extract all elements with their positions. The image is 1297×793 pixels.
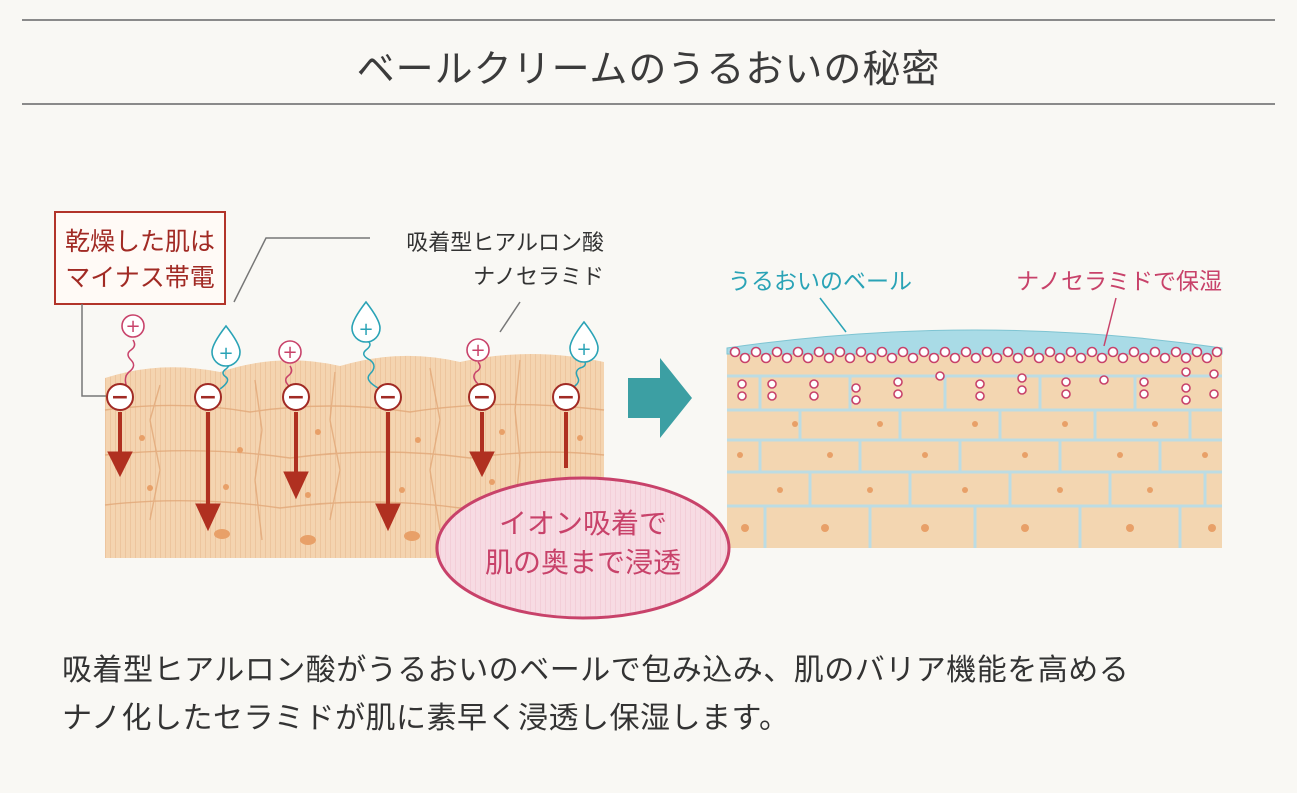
negative-symbol: − [287,385,305,410]
penetration-arrows [107,412,568,532]
droplet-icon [211,324,241,367]
bubble-line-2: 肌の奥まで浸透 [485,546,681,579]
callout-line-2: マイナス帯電 [65,263,215,292]
negative-ion [552,383,580,411]
veil-leader [819,297,847,333]
callout-line-1: 乾燥した肌は [65,227,215,256]
right-arrow-icon [628,358,692,438]
positive-symbol: + [470,340,485,361]
ion-adsorption-bubble: イオン吸着で 肌の奥まで浸透 [435,476,731,620]
cell-walls [727,374,1222,548]
right-cell-dots [737,421,1216,532]
caption-line-1: 吸着型ヒアルロン酸がうるおいのベールで包み込み、肌のバリア機能を高める [62,653,1130,688]
positive-symbol: + [218,343,233,364]
callout-box [54,211,226,305]
label-nano-ceramide: ナノセラミド [473,265,604,290]
negative-symbol: − [379,385,397,410]
negative-ion [468,383,496,411]
negative-symbol: − [473,385,491,410]
positive-symbol: + [282,342,297,363]
negative-ions [106,383,580,411]
dry-skin-cell-borders [104,359,605,541]
negative-ion [374,383,402,411]
callout-leader [81,304,106,397]
hyaluronic-droplets [211,300,599,367]
positive-ion-signs-cyan: + + + [218,319,591,364]
positive-ion [121,314,145,338]
moisturized-skin-panel: うるおいのベール ナノセラミドで保湿 [726,269,1223,548]
hyaluronic-leader [233,237,370,303]
positive-symbol: + [125,316,140,337]
ceramide-layer [729,346,1223,364]
negative-ion [194,383,222,411]
positive-ion [466,338,490,362]
skin-diagram: 乾燥した肌は マイナス帯電 吸着型ヒアルロン酸 ナノセラミド [54,211,1223,620]
positive-symbol: + [576,339,591,360]
top-rule [22,19,1275,21]
bubble-line-1: イオン吸着で [499,507,667,540]
positive-ions-pink [121,314,490,364]
label-hyaluronic-acid: 吸着型ヒアルロン酸 [406,231,604,256]
positive-symbol: + [358,319,373,340]
droplet-icon [351,300,381,343]
ceramide-leader [499,301,521,333]
label-ceramide-moisturize: ナノセラミドで保湿 [1016,269,1222,295]
positive-ion [278,340,302,364]
page-title: ベールクリームのうるおいの秘密 [356,47,941,91]
caption: 吸着型ヒアルロン酸がうるおいのベールで包み込み、肌のバリア機能を高める ナノ化し… [62,647,1262,743]
negative-ion-signs: − − − − − − [111,385,575,410]
label-moisture-veil: うるおいのベール [728,269,912,295]
negative-symbol: − [557,385,575,410]
positive-ion-signs-pink: + + + [125,316,485,363]
droplet-icon [569,320,599,363]
title-underline [22,103,1275,105]
negative-ion [106,383,134,411]
moisture-veil [726,329,1223,355]
negative-symbol: − [199,385,217,410]
ceramide-label-leader [1103,297,1117,347]
caption-line-2: ナノ化したセラミドが肌に素早く浸透し保湿します。 [62,701,790,736]
negative-symbol: − [111,385,129,410]
absorbed-ceramides [737,367,1219,405]
negative-ion [282,383,310,411]
